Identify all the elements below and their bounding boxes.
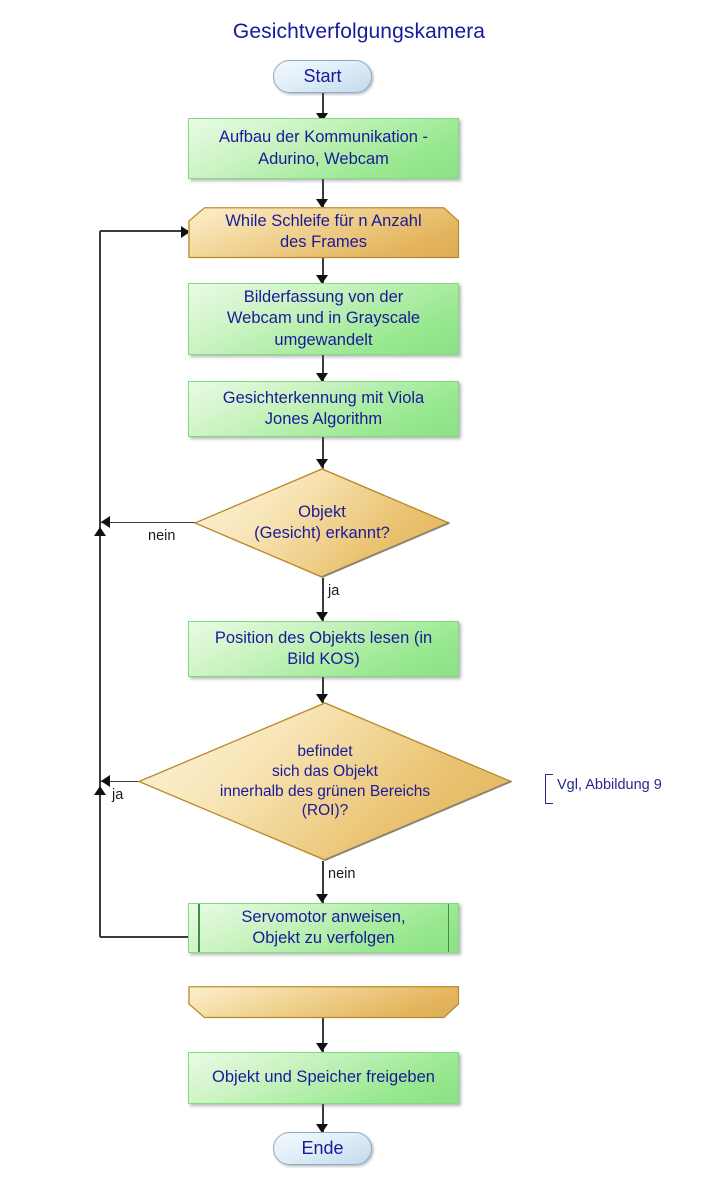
arrowhead-end [316, 1124, 329, 1133]
arrowhead-decision-face [316, 459, 329, 468]
connector-readpos-to-decision-roi [322, 677, 324, 705]
node-release-memory-label: Objekt und Speicher freigeben [212, 1068, 435, 1087]
connector-feedback-top-horizontal [100, 230, 192, 232]
decision-roi-outline [137, 702, 513, 862]
edge-label-face-no: nein [148, 528, 176, 544]
arrowhead-setup [316, 113, 329, 122]
node-end[interactable]: Ende [273, 1132, 372, 1165]
arrowhead-capture [316, 275, 329, 284]
arrowhead-roi-yes [101, 775, 110, 788]
connector-servo-feedback-horizontal [100, 936, 190, 938]
arrowhead-detect [316, 373, 329, 382]
connector-while-to-capture [322, 257, 324, 283]
arrowhead-bus-join-face [93, 527, 106, 536]
node-decision-roi-label: befindet sich das Objekt innerhalb des g… [219, 742, 431, 820]
node-servo-command-label: Servomotor anweisen, Objekt zu verfolgen [241, 907, 406, 947]
edge-label-roi-no: nein [328, 866, 356, 882]
connector-face-no-horizontal [100, 521, 195, 524]
connector-loopend-to-release [322, 1018, 324, 1052]
node-decision-roi[interactable]: befindet sich das Objekt innerhalb des g… [137, 702, 513, 862]
arrowhead-face-no [101, 516, 110, 529]
annotation-bracket-icon [545, 774, 553, 804]
predefined-process-left-bar [198, 904, 200, 952]
arrowhead-servo [316, 894, 329, 903]
decision-face-outline [193, 468, 451, 579]
connector-start-to-setup [322, 93, 324, 117]
connector-face-yes-to-readpos [322, 578, 324, 621]
node-face-detection-label: Gesichterkennung mit Viola Jones Algorit… [222, 388, 425, 428]
arrowhead-bus-join-roi [93, 786, 106, 795]
arrowhead-release [316, 1043, 329, 1052]
connector-capture-to-detect [322, 355, 324, 381]
connector-release-to-end [322, 1104, 324, 1132]
node-read-object-position-label: Position des Objekts lesen (in Bild KOS) [214, 628, 433, 668]
predefined-process-right-bar [447, 904, 449, 952]
node-decision-face-detected[interactable]: Objekt (Gesicht) erkannt? [193, 468, 451, 579]
connector-feedback-vertical-bus [99, 231, 101, 937]
edge-label-roi-yes: ja [112, 787, 124, 803]
node-release-memory[interactable]: Objekt und Speicher freigeben [188, 1052, 459, 1104]
arrowhead-while [316, 199, 329, 208]
connector-roi-yes-horizontal [100, 780, 140, 783]
node-decision-face-detected-label: Objekt (Gesicht) erkannt? [254, 502, 390, 542]
connector-detect-to-decision-face [322, 437, 324, 469]
node-face-detection[interactable]: Gesichterkennung mit Viola Jones Algorit… [188, 381, 459, 437]
node-loop-end[interactable] [188, 986, 459, 1018]
node-start[interactable]: Start [273, 60, 372, 93]
node-while-loop-start[interactable]: While Schleife für n Anzahl des Frames [188, 207, 459, 257]
node-read-object-position[interactable]: Position des Objekts lesen (in Bild KOS) [188, 621, 459, 677]
node-image-capture[interactable]: Bilderfassung von der Webcam und in Gray… [188, 283, 459, 355]
node-image-capture-label: Bilderfassung von der Webcam und in Gray… [226, 288, 421, 349]
node-setup-communication[interactable]: Aufbau der Kommunikation - Adurino, Webc… [188, 118, 459, 179]
edge-label-face-yes: ja [328, 583, 340, 599]
node-servo-command[interactable]: Servomotor anweisen, Objekt zu verfolgen [188, 903, 459, 953]
node-while-loop-start-label: While Schleife für n Anzahl des Frames [225, 211, 422, 251]
annotation-reference-text: Vgl, Abbildung 9 [557, 777, 662, 793]
node-end-label: Ende [301, 1137, 344, 1158]
node-start-label: Start [303, 65, 342, 86]
arrowhead-while-loop-entry [181, 225, 190, 238]
page-title: Gesichtverfolgungskamera [232, 20, 486, 43]
arrowhead-decision-roi [316, 694, 329, 703]
connector-roi-no-to-servo [322, 861, 324, 903]
node-setup-communication-label: Aufbau der Kommunikation - Adurino, Webc… [218, 128, 429, 168]
connector-setup-to-while [322, 179, 324, 207]
arrowhead-readpos [316, 612, 329, 621]
